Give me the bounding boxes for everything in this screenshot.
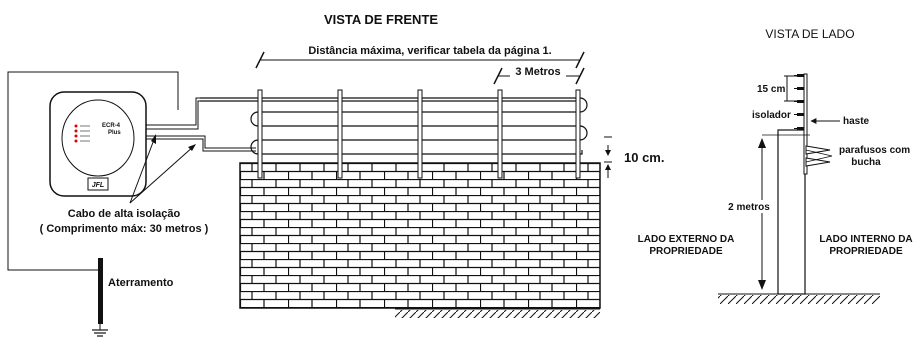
screws-label-line2: bucha [851,157,881,168]
device-model-line1: ECR-4 [102,123,121,129]
cable-label-line2: ( Comprimento máx: 30 metros ) [40,223,209,235]
grounding-rod [92,258,108,337]
wire-gap-label: 10 cm. [624,150,664,165]
brick-wall [239,162,601,309]
wall-height-label: 2 metros [728,202,770,213]
wall-height-dimension: 2 metros [722,134,810,290]
cable-callout-arrows [129,134,196,204]
screws-label-line1: parafusos com [839,145,910,156]
max-distance-label: Distância máxima, verificar tabela da pá… [308,45,551,57]
ground-wire-loop [7,71,179,271]
max-distance-dimension: Distância máxima, verificar tabela da pá… [255,44,585,69]
high-insulation-cables [142,97,256,152]
outside-label-line1: LADO EXTERNO DA [638,234,735,245]
inside-label-line2: PROPRIEDADE [829,246,903,257]
insulator [794,113,804,116]
rod-label: haste [843,116,870,127]
insulator-label: isolador [752,110,791,121]
status-led-icon [74,139,78,143]
front-ground [395,308,600,318]
fence-post [417,89,423,179]
device-model-line2: Plus [108,130,121,136]
front-view: VISTA DE FRENTE Distância máxima, verifi… [7,12,664,337]
fence-post [575,89,581,179]
fence-posts [257,89,581,179]
side-spacing-dimension: 15 cm [757,75,797,102]
fence-post [337,89,343,179]
post-spacing-dimension: 3 Metros [493,64,585,85]
side-view-title: VISTA DE LADO [765,27,854,41]
side-wall [777,129,806,295]
side-ground [718,293,880,304]
fence-post [257,89,263,179]
front-view-title: VISTA DE FRENTE [324,12,438,27]
side-view: VISTA DE LADO 15 cm isolador haste [638,27,913,304]
side-insulators [794,74,804,130]
side-rod [803,73,808,175]
wire-gap-dimension: 10 cm. [604,136,664,178]
post-spacing-label: 3 Metros [515,66,560,78]
cable-label-line1: Cabo de alta isolação [68,208,181,220]
status-led-icon [74,124,78,128]
energizer-device: ECR-4 Plus JFL [49,91,147,197]
grounding-label: Aterramento [108,277,174,289]
device-brand-logo: JFL [92,182,104,189]
status-led-icon [74,134,78,138]
insulator [794,87,804,90]
inside-label-line1: LADO INTERNO DA [819,234,912,245]
screws-with-plugs [805,145,833,167]
side-spacing-label: 15 cm [757,84,785,95]
insulator [794,127,804,130]
fence-post [497,89,503,179]
outside-label-line2: PROPRIEDADE [649,246,723,257]
status-led-icon [74,129,78,133]
